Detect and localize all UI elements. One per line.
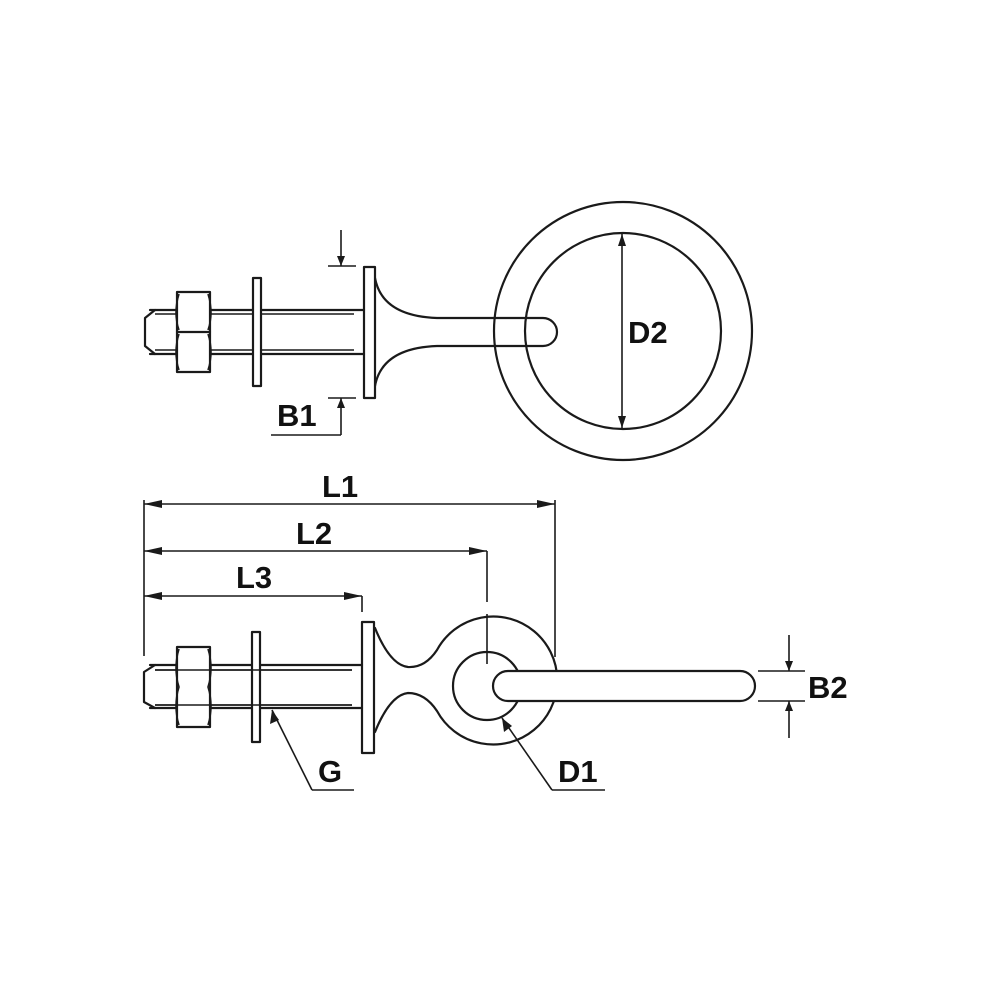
d1-leader: D1 <box>501 717 605 791</box>
ring <box>492 200 754 462</box>
label-d2: D2 <box>628 315 668 350</box>
washer <box>251 276 263 388</box>
length-dimensions: L1 L2 L3 <box>143 469 556 657</box>
flange-side <box>360 620 376 755</box>
label-l1: L1 <box>322 469 358 504</box>
double-nut <box>175 290 212 374</box>
top-view: B1 D2 <box>143 200 754 462</box>
g-leader: G <box>270 709 354 791</box>
nut-side <box>155 645 352 729</box>
label-d1: D1 <box>558 754 598 789</box>
label-l3: L3 <box>236 560 272 595</box>
b2-dimension: B2 <box>758 635 848 738</box>
flange <box>362 265 377 400</box>
d2-dimension: D2 <box>618 234 668 428</box>
bolt-neck <box>373 276 559 388</box>
label-b1: B1 <box>277 398 317 433</box>
ring-edge <box>491 669 757 703</box>
b1-dimension: B1 <box>271 230 356 436</box>
label-b2: B2 <box>808 670 848 705</box>
side-view: G D1 B2 <box>142 614 848 791</box>
label-g: G <box>318 754 342 789</box>
washer-side <box>250 630 262 744</box>
label-l2: L2 <box>296 516 332 551</box>
